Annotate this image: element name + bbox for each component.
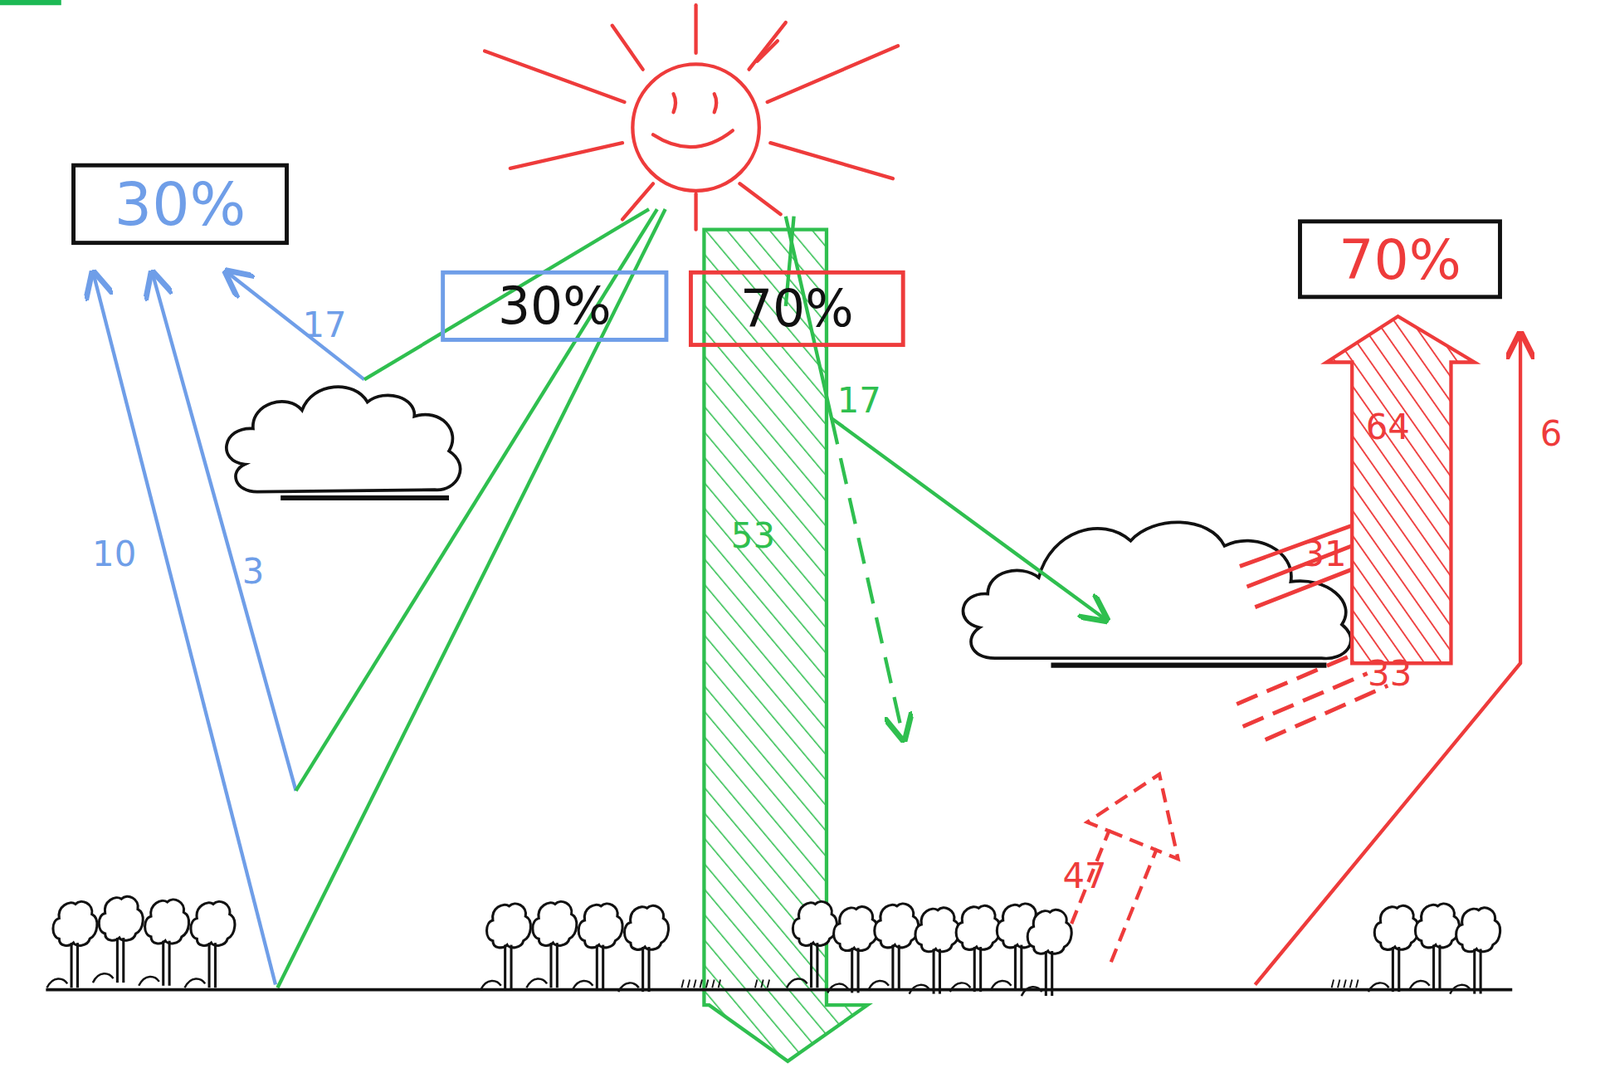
callout-number: 64 (1365, 405, 1410, 447)
callout-number: 3 (242, 551, 265, 592)
tree-group (47, 896, 1501, 996)
sun (484, 4, 898, 230)
callout-number: 53 (731, 515, 776, 557)
callout-number: 31 (1302, 533, 1347, 575)
window-arrow (1254, 336, 1521, 986)
callout-number: 33 (1367, 653, 1412, 694)
percent-text: 70% (740, 278, 854, 338)
percent-text: 70% (1338, 227, 1462, 292)
callout-number: 17 (837, 379, 882, 420)
cloud (226, 386, 461, 498)
callout-number: 6 (1540, 413, 1563, 454)
grass (681, 979, 1358, 988)
percent-box: 30% (71, 163, 289, 245)
reflection-arrow (93, 273, 365, 986)
corner-mark (0, 0, 62, 5)
percent-text: 30% (114, 169, 247, 240)
percent-box: 70% (1297, 219, 1503, 299)
outgoing-band (1236, 525, 1388, 740)
outgoing-arrow (1326, 316, 1474, 664)
percent-text: 30% (497, 276, 612, 336)
ground-line (45, 988, 1513, 992)
callout-number: 10 (92, 533, 137, 575)
percent-box: 30% (440, 270, 669, 342)
callout-number: 17 (302, 303, 347, 345)
incoming-ray (277, 209, 1104, 988)
callout-number: 47 (1062, 854, 1107, 896)
percent-box: 70% (688, 270, 906, 347)
